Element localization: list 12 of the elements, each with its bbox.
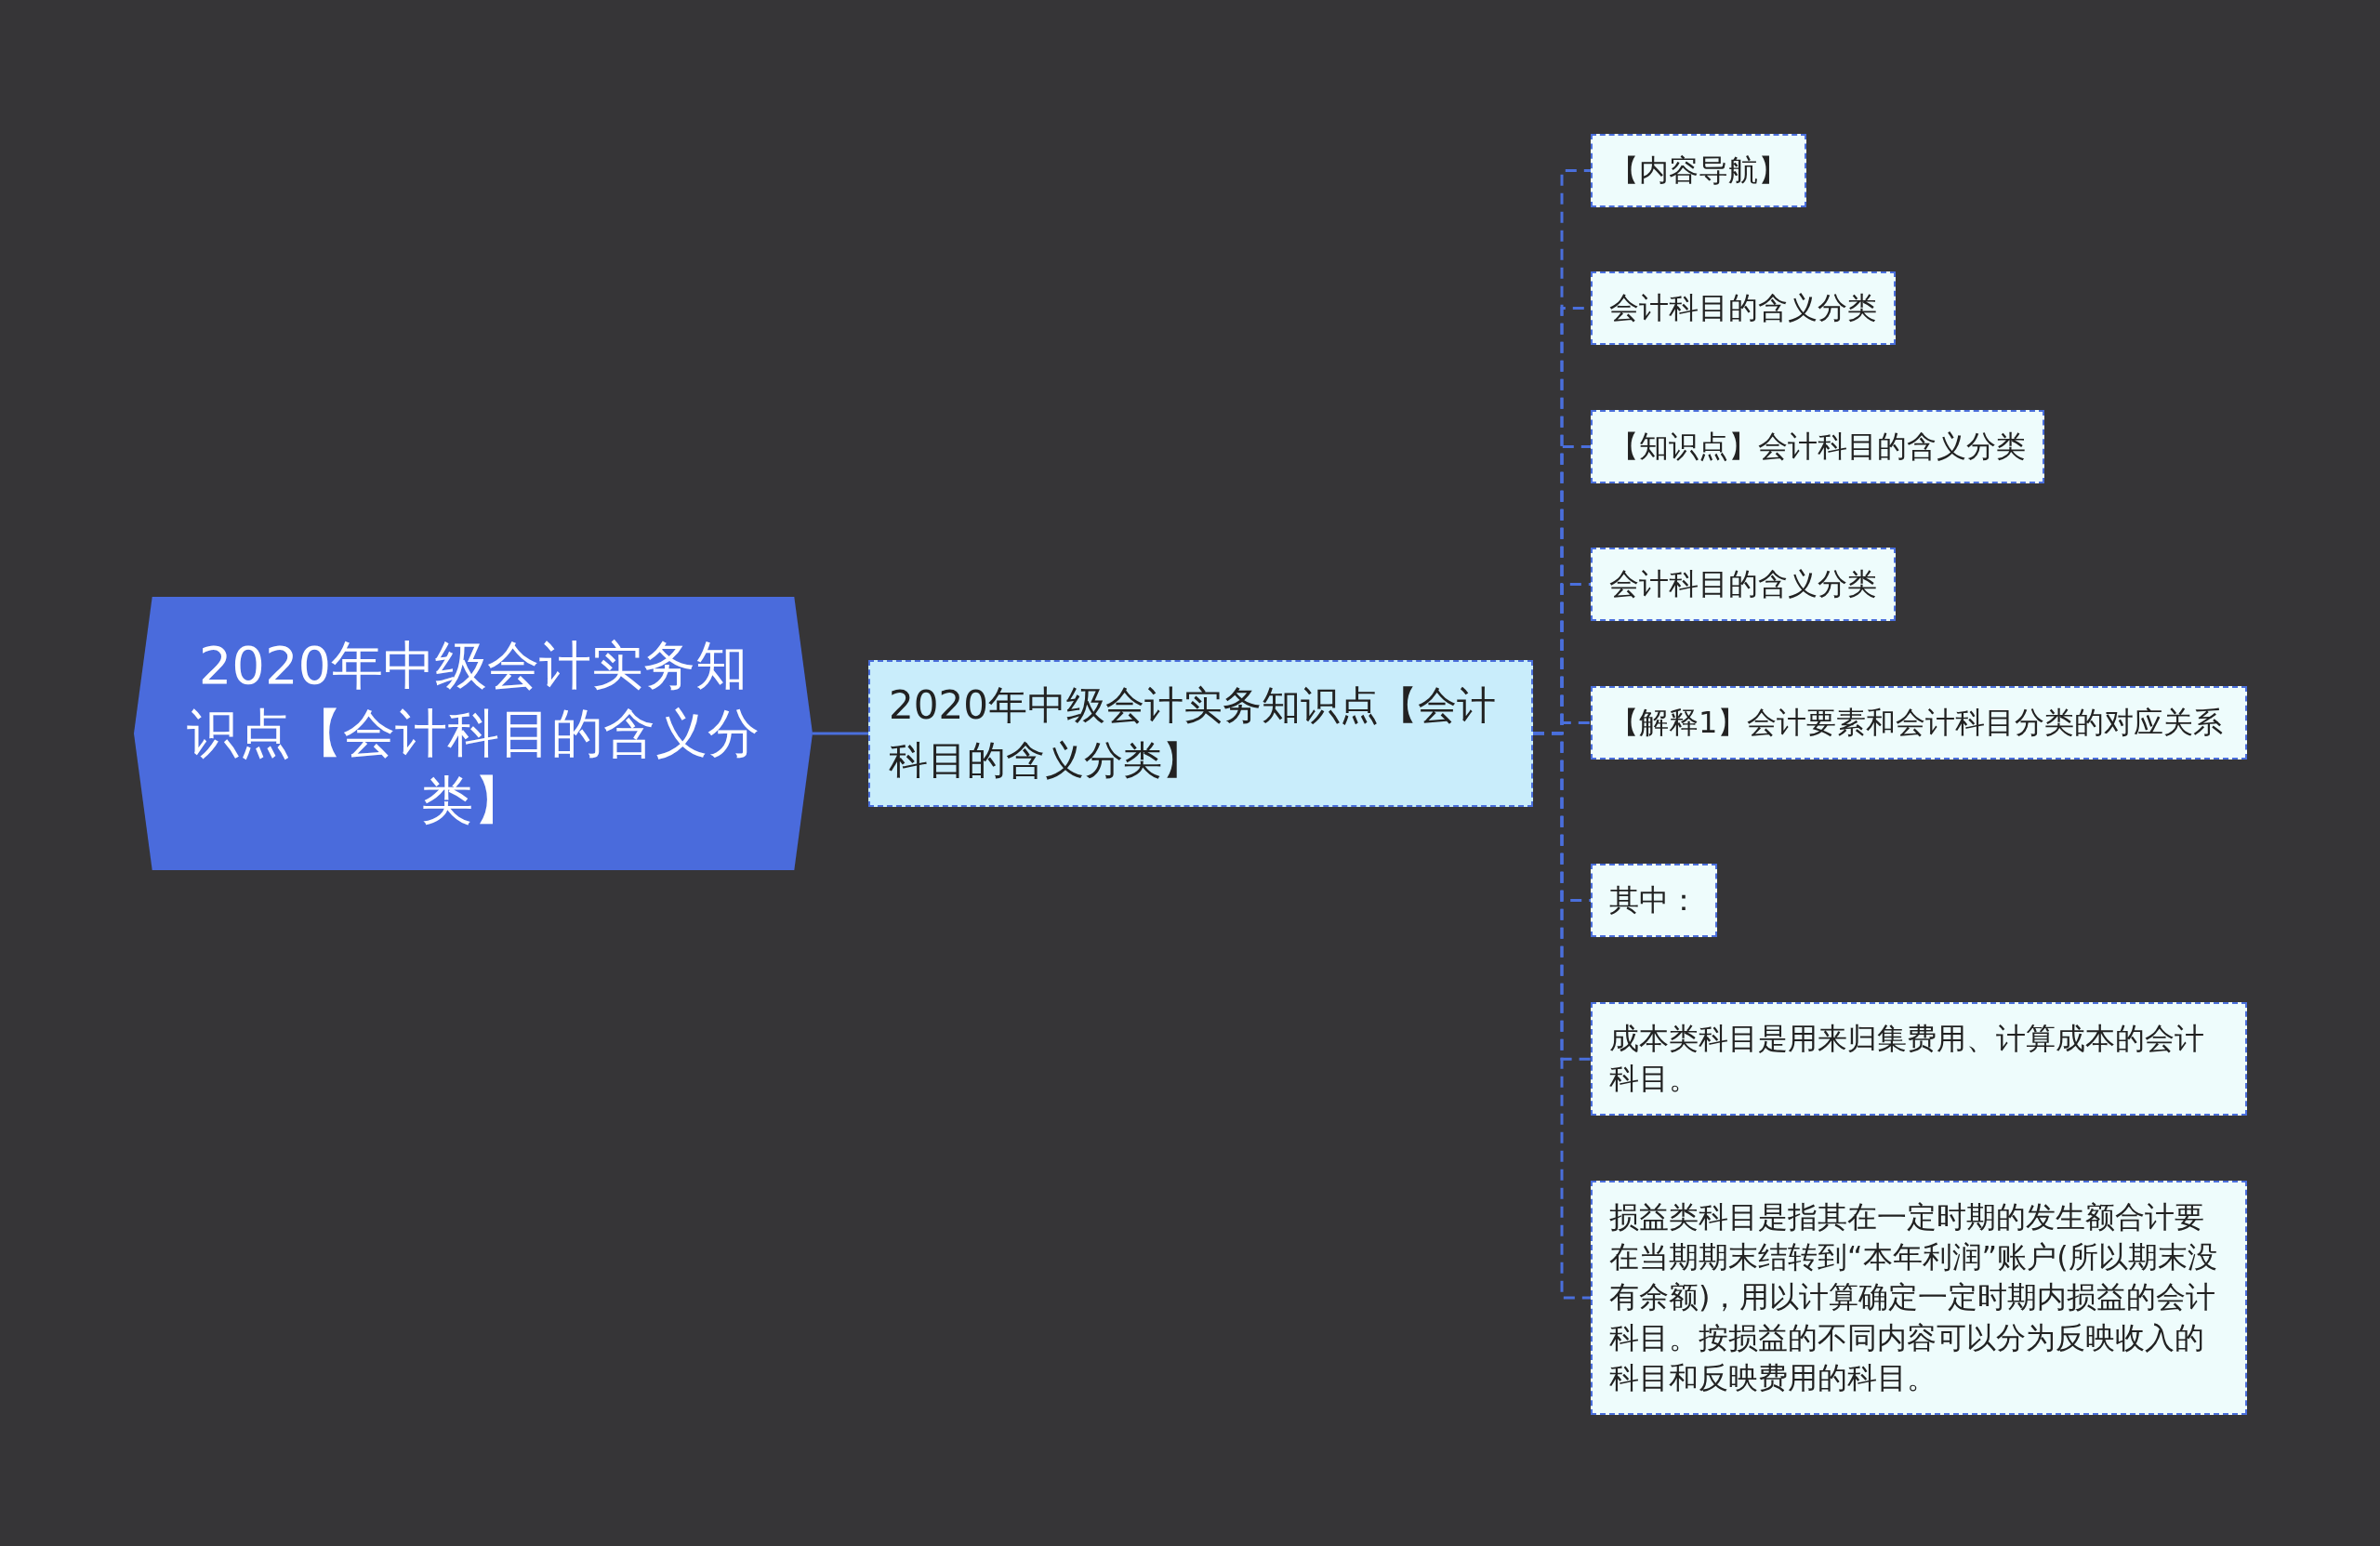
subtopic-box: 【解释1】会计要素和会计科目分类的对应关系 [1591, 686, 2247, 760]
root-topic-shape [134, 597, 813, 870]
subtopic-box: 损益类科目是指其在一定时期的发生额合计要在当期期末结转到“本年利润”账户(所以期末没有余额)，用以计算确定一定时期内损益的会计科目。按损益的不同内容可以分为反映收入的科目和反映费用的科目。 [1591, 1181, 2247, 1415]
topic-box: 2020年中级会计实务知识点【会计科目的含义分类】 [868, 660, 1533, 807]
subtopic-box: 其中： [1591, 864, 1717, 938]
subtopic-box: 成本类科目是用来归集费用、计算成本的会计科目。 [1591, 1002, 2247, 1117]
subtopic-box: 会计科目的含义分类 [1591, 548, 1896, 622]
subtopic-box: 会计科目的含义分类 [1591, 271, 1896, 346]
subtopic-box: 【知识点】会计科目的含义分类 [1591, 410, 2044, 484]
connector-line [813, 732, 868, 735]
subtopic-box: 【内容导航】 [1591, 134, 1806, 208]
root-topic-text: 2020年中级会计实务知识点【会计科目的含义分类】 [186, 633, 760, 833]
